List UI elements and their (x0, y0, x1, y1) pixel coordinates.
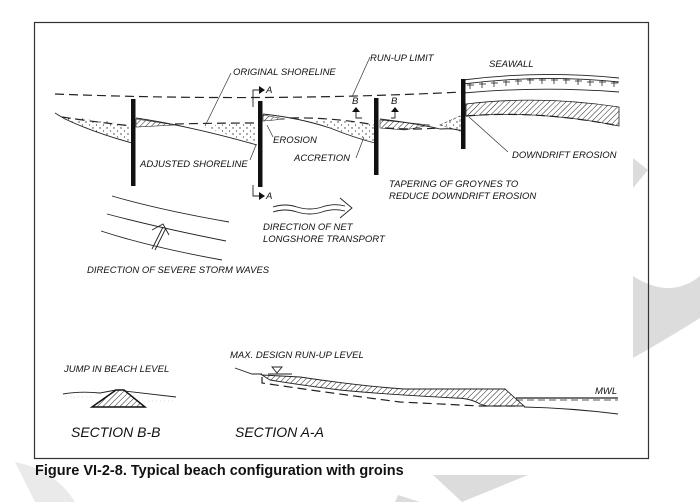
section-a-label-top: A (265, 85, 272, 96)
groyne-2 (258, 101, 263, 187)
section-a-marker-bottom (252, 185, 265, 200)
section-aa-profile (234, 366, 619, 415)
erosion-label: EROSION (273, 135, 317, 146)
watermark (15, 158, 700, 502)
net-transport-arrow-icon (272, 197, 353, 219)
figure-caption: Figure VI-2-8. Typical beach configurati… (35, 463, 404, 479)
storm-wave-arrow-icon (151, 223, 170, 251)
storm-wave-crests (100, 195, 230, 261)
mwl-label: MWL (595, 386, 617, 397)
section-bb-title: SECTION B-B (71, 424, 160, 440)
plan-shoreline (54, 112, 462, 146)
run-up-limit-line (54, 91, 463, 99)
seawall-label: SEAWALL (489, 59, 534, 70)
run-up-limit-label: RUN-UP LIMIT (370, 53, 435, 64)
groyne-1 (131, 99, 136, 186)
section-a-label-bottom: A (265, 191, 272, 202)
groyne-4 (461, 79, 466, 149)
section-bb-profile (62, 389, 177, 408)
section-b-label-right: B (391, 96, 398, 107)
figure-frame (33, 21, 650, 460)
tapering-label-line2: REDUCE DOWNDRIFT EROSION (389, 191, 536, 202)
seawall (462, 73, 620, 94)
section-b-marker-right (391, 107, 399, 119)
net-transport-label-line1: DIRECTION OF NET (263, 222, 354, 233)
section-bb-note: JUMP IN BEACH LEVEL (63, 364, 169, 375)
groyne-3 (374, 98, 379, 175)
section-b-marker-left (352, 107, 362, 119)
adjusted-shoreline-label: ADJUSTED SHORELINE (139, 159, 248, 170)
section-b-label-left: B (352, 96, 359, 107)
downdrift-erosion-label: DOWNDRIFT EROSION (512, 150, 617, 161)
storm-waves-label: DIRECTION OF SEVERE STORM WAVES (87, 265, 270, 276)
section-aa-note: MAX. DESIGN RUN-UP LEVEL (230, 350, 364, 361)
accretion-label: ACCRETION (293, 153, 350, 164)
original-shoreline-label: ORIGINAL SHORELINE (233, 67, 336, 78)
tapering-label-line1: TAPERING OF GROYNES TO (389, 179, 519, 190)
net-transport-label-line2: LONGSHORE TRANSPORT (263, 234, 386, 245)
section-aa-title: SECTION A-A (235, 424, 324, 440)
section-a-marker-top (252, 86, 265, 107)
downdrift-erosion-area (465, 99, 620, 127)
